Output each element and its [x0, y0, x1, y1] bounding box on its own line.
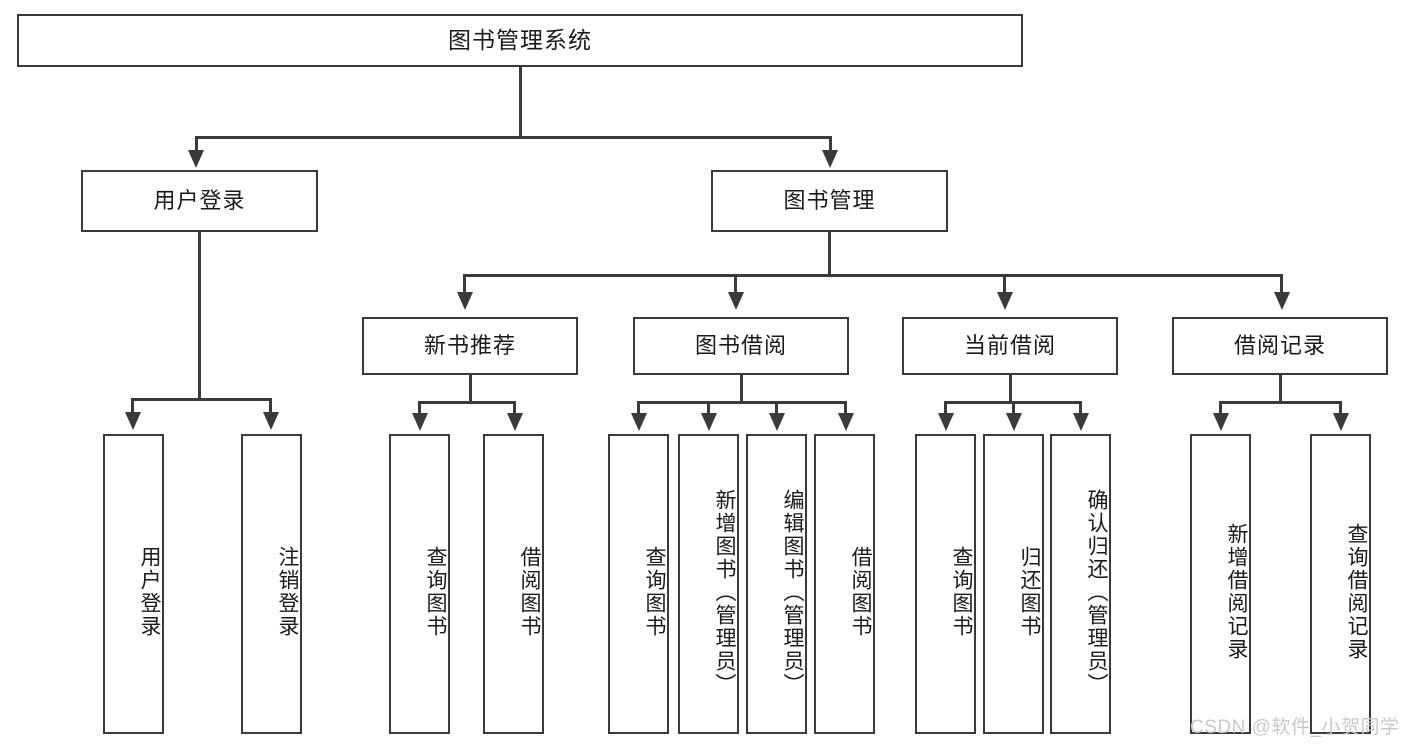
leaf-cb-confirm-return-admin[interactable]: 确认归还（管理员） — [1050, 434, 1111, 734]
leaf-label: 查询图书 — [643, 546, 666, 638]
arrowhead-bb-add-book — [701, 413, 717, 431]
arrowhead-bb-edit-book — [769, 413, 785, 431]
leaf-br-query-record[interactable]: 查询借阅记录 — [1310, 434, 1371, 734]
connector-user-login-leaf2 — [269, 398, 272, 414]
leaf-user-login[interactable]: 用户登录 — [103, 434, 164, 734]
arrowhead-book-mgmt — [822, 150, 838, 168]
connector-to-borrow-record — [1280, 274, 1283, 294]
connector-user-login-bus — [132, 398, 271, 401]
arrowhead-bb-query-book — [631, 413, 647, 431]
connector-cb-leaf1 — [944, 401, 947, 415]
leaf-label: 确认归还（管理员） — [1085, 488, 1108, 696]
connector-bb-leaf2 — [707, 401, 710, 415]
connector-br-leaf2 — [1339, 401, 1342, 415]
connector-root-bus — [196, 136, 831, 139]
arrowhead-br-query-record — [1333, 413, 1349, 431]
connector-book-mgmt-stem — [828, 232, 831, 276]
connector-borrow-record-stem — [1279, 375, 1282, 403]
arrowhead-cb-query-book — [938, 413, 954, 431]
leaf-label: 查询图书 — [424, 546, 447, 638]
leaf-label: 借阅图书 — [849, 546, 872, 638]
node-book-management[interactable]: 图书管理 — [711, 170, 948, 232]
arrowhead-nbr-borrow-book — [507, 413, 523, 431]
leaf-label: 归还图书 — [1018, 546, 1041, 638]
leaf-bb-query-book[interactable]: 查询图书 — [608, 434, 669, 734]
leaf-nbr-borrow-book[interactable]: 借阅图书 — [483, 434, 544, 734]
connector-new-book-rec-bus — [419, 401, 515, 404]
connector-bb-leaf4 — [844, 401, 847, 415]
leaf-label: 注销登录 — [276, 546, 299, 638]
connector-current-borrow-stem — [1009, 375, 1012, 403]
leaf-bb-edit-book-admin[interactable]: 编辑图书（管理员） — [746, 434, 807, 734]
connector-book-borrow-bus — [638, 401, 846, 404]
connector-nbr-leaf2 — [513, 401, 516, 415]
leaf-label: 新增图书（管理员） — [713, 488, 736, 696]
arrowhead-borrow-record — [1274, 292, 1290, 310]
node-root-system[interactable]: 图书管理系统 — [17, 14, 1023, 67]
arrowhead-br-add-record — [1213, 413, 1229, 431]
connector-new-book-rec-stem — [469, 375, 472, 403]
leaf-label: 查询借阅记录 — [1345, 523, 1368, 661]
arrowhead-cb-confirm-return — [1073, 413, 1089, 431]
leaf-logout[interactable]: 注销登录 — [241, 434, 302, 734]
connector-to-current-borrow — [1003, 274, 1006, 294]
arrowhead-user-login — [188, 150, 204, 168]
node-current-borrow[interactable]: 当前借阅 — [902, 317, 1118, 375]
connector-user-login-leaf1 — [131, 398, 134, 414]
arrowhead-cb-return-book — [1006, 413, 1022, 431]
arrowhead-leaf-user-login — [125, 412, 141, 430]
leaf-cb-return-book[interactable]: 归还图书 — [983, 434, 1044, 734]
leaf-label: 编辑图书（管理员） — [781, 488, 804, 696]
connector-root-to-book-mgmt — [829, 136, 832, 152]
leaf-label: 借阅图书 — [518, 546, 541, 638]
leaf-cb-query-book[interactable]: 查询图书 — [915, 434, 976, 734]
connector-borrow-record-bus — [1220, 401, 1342, 404]
arrowhead-leaf-logout — [263, 412, 279, 430]
node-new-book-recommend[interactable]: 新书推荐 — [362, 317, 578, 375]
connector-book-mgmt-bus — [464, 274, 1282, 277]
connector-user-login-stem — [198, 232, 201, 400]
leaf-bb-borrow-book[interactable]: 借阅图书 — [814, 434, 875, 734]
connector-to-new-book-rec — [463, 274, 466, 294]
connector-br-leaf1 — [1219, 401, 1222, 415]
connector-bb-leaf3 — [775, 401, 778, 415]
arrowhead-nbr-query-book — [412, 413, 428, 431]
connector-book-borrow-stem — [740, 375, 743, 403]
connector-bb-leaf1 — [637, 401, 640, 415]
connector-root-to-user-login — [195, 136, 198, 152]
arrowhead-bb-borrow-book — [838, 413, 854, 431]
connector-root-stem — [519, 67, 522, 137]
arrowhead-new-book-rec — [457, 292, 473, 310]
leaf-bb-add-book-admin[interactable]: 新增图书（管理员） — [678, 434, 739, 734]
leaf-label: 新增借阅记录 — [1225, 523, 1248, 661]
leaf-br-add-record[interactable]: 新增借阅记录 — [1190, 434, 1251, 734]
leaf-label: 用户登录 — [138, 546, 161, 638]
connector-to-book-borrow — [734, 274, 737, 294]
arrowhead-current-borrow — [997, 292, 1013, 310]
node-borrow-record[interactable]: 借阅记录 — [1172, 317, 1388, 375]
node-user-login[interactable]: 用户登录 — [81, 170, 318, 232]
node-book-borrow[interactable]: 图书借阅 — [633, 317, 849, 375]
connector-cb-leaf3 — [1079, 401, 1082, 415]
connector-cb-leaf2 — [1012, 401, 1015, 415]
connector-nbr-leaf1 — [418, 401, 421, 415]
leaf-nbr-query-book[interactable]: 查询图书 — [389, 434, 450, 734]
leaf-label: 查询图书 — [950, 546, 973, 638]
arrowhead-book-borrow — [728, 292, 744, 310]
